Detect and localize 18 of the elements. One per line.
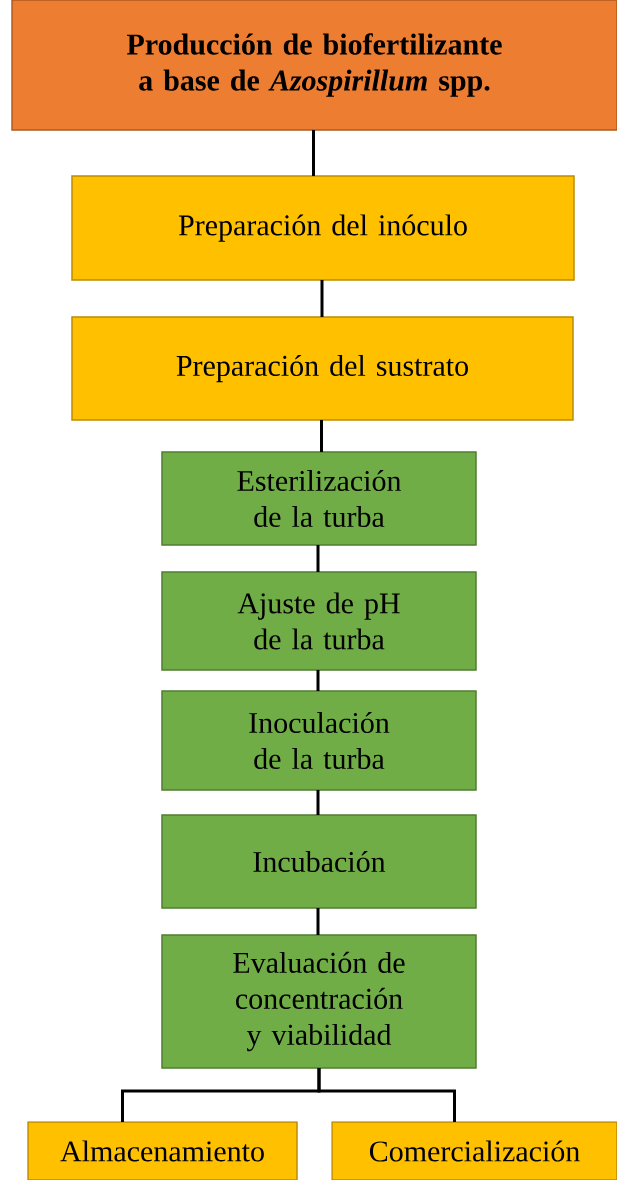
step-box: Evaluación de concentración y viabilidad	[161, 934, 477, 1069]
connector-line	[316, 790, 320, 815]
connector-line	[312, 130, 315, 176]
step-box: Incubación	[161, 814, 477, 909]
process-box: Preparación del sustrato	[71, 316, 574, 421]
process-box: Comercialización	[331, 1121, 617, 1180]
connector-line	[317, 1068, 456, 1122]
step-box: Ajuste de pH de la turba	[161, 571, 477, 671]
step-box: Inoculación de la turba	[161, 690, 477, 791]
connector-line	[320, 280, 324, 317]
connector-line	[316, 670, 320, 691]
process-box: Almacenamiento	[27, 1121, 298, 1180]
connector-line	[316, 908, 320, 935]
connector-line	[316, 545, 320, 572]
process-box: Preparación del inóculo	[71, 175, 575, 281]
title-box: Producción de biofertilizante a base de Azospirillum spp.	[11, 0, 617, 131]
connector-line	[320, 420, 323, 452]
step-box: Esterilización de la turba	[161, 451, 477, 546]
